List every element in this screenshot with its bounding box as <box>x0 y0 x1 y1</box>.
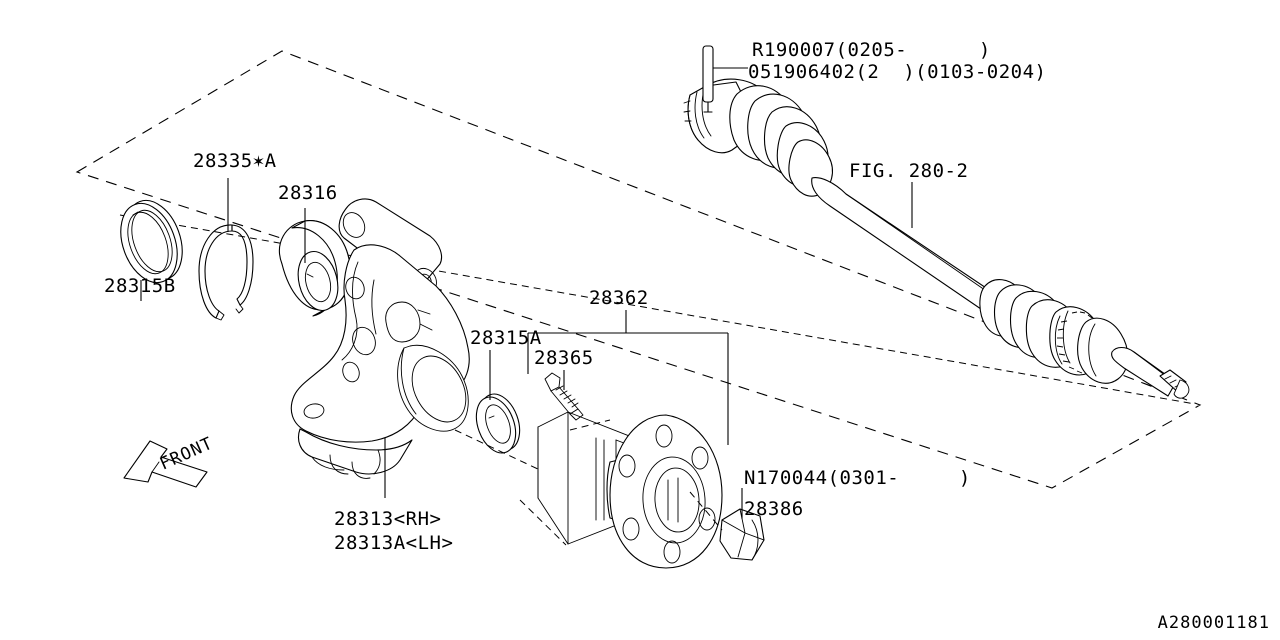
part-axle-nut <box>689 491 765 561</box>
label-axle-nut: 28386 <box>744 498 804 520</box>
part-hub-bolt <box>544 372 584 421</box>
label-knuckle-lh: 28313A<LH> <box>334 532 453 554</box>
label-fig-reference: FIG. 280-2 <box>849 160 968 182</box>
front-direction-arrow <box>123 440 208 488</box>
part-boot-clip <box>702 45 714 113</box>
label-front-marker: FRONT <box>157 433 216 474</box>
label-axle-nut-note: N170044(0301- ) <box>744 467 971 489</box>
label-knuckle-rh: 28313<RH> <box>334 508 441 530</box>
part-oil-seal-inner <box>475 393 521 454</box>
part-steering-knuckle <box>290 198 470 479</box>
label-clip-note-new: R190007(0205- ) <box>752 39 991 61</box>
part-wheel-bearing <box>278 220 351 317</box>
part-oil-seal-outer <box>120 199 183 284</box>
leader-lines <box>140 67 913 519</box>
label-oil-seal-inner: 28315A <box>470 327 542 349</box>
label-wheel-bearing: 28316 <box>278 182 338 204</box>
part-drive-shaft-assembly <box>683 78 1190 399</box>
diagram-code: A280001181 <box>1158 613 1270 633</box>
label-clip-note-old: 051906402(2 )(0103-0204) <box>748 61 1046 83</box>
part-snap-ring <box>198 224 254 321</box>
part-wheel-hub <box>454 411 723 569</box>
label-hub-bolt: 28365 <box>534 347 594 369</box>
label-wheel-hub: 28362 <box>589 287 649 309</box>
label-oil-seal-outer: 28315B <box>104 275 176 297</box>
label-snap-ring: 28335✶A <box>193 150 277 172</box>
dashed-boundary-region <box>75 50 1202 489</box>
